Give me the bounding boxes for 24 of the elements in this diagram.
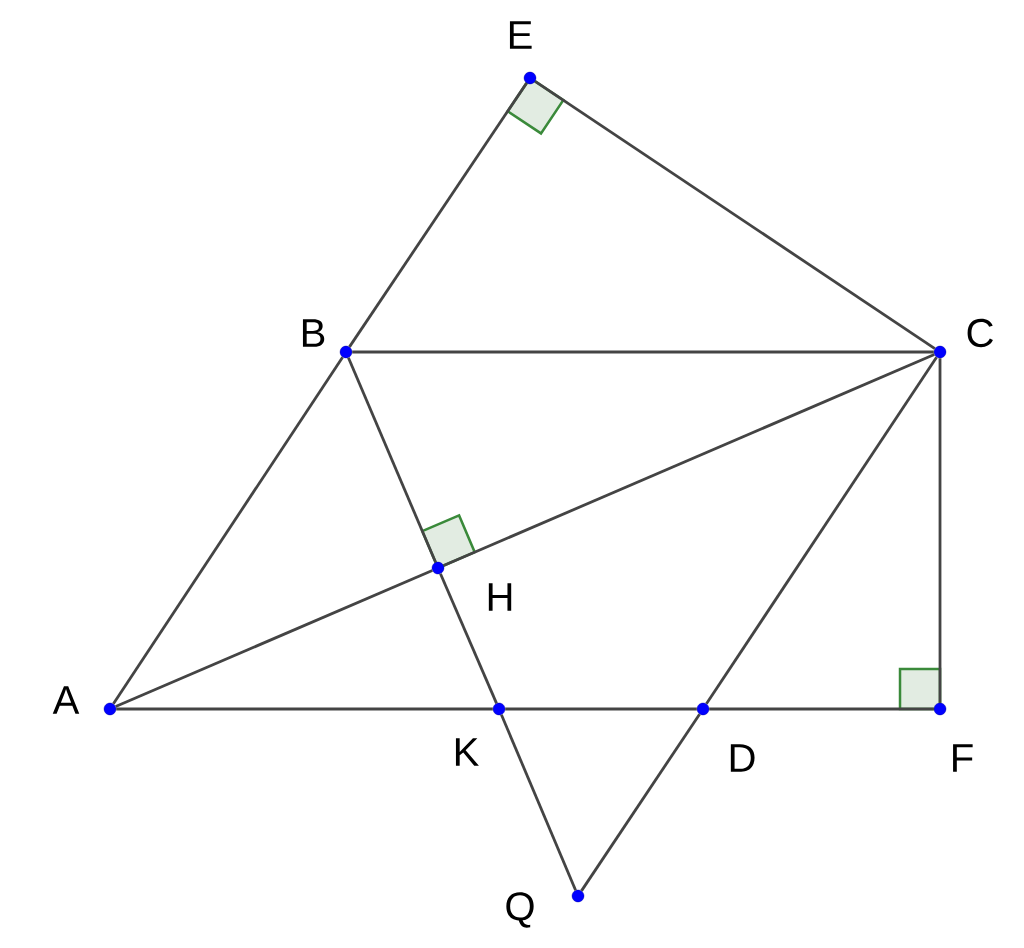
line-segment: [938, 358, 942, 703]
line-segment: [709, 707, 934, 711]
line-segment: [580, 713, 701, 892]
line-segment: [500, 714, 577, 891]
line-segment: [112, 356, 344, 705]
point-label: H: [488, 583, 512, 611]
line-segment: [705, 356, 938, 705]
point-label: A: [52, 686, 80, 714]
line-segment: [534, 80, 936, 350]
line-segment: [115, 569, 433, 708]
point-label: K: [455, 738, 479, 766]
line-segment: [116, 707, 493, 711]
line-segment: [443, 353, 935, 567]
point-label: E: [509, 21, 532, 49]
line-segment: [439, 573, 498, 704]
point-label: D: [730, 744, 755, 772]
point-label: C: [967, 318, 993, 348]
line-segment: [347, 357, 437, 563]
point-label: F: [953, 744, 973, 772]
line-segment: [352, 350, 934, 354]
point-label: Q: [506, 892, 534, 928]
point-label: B: [302, 319, 325, 347]
line-segment: [348, 82, 528, 348]
line-segment: [505, 707, 697, 711]
